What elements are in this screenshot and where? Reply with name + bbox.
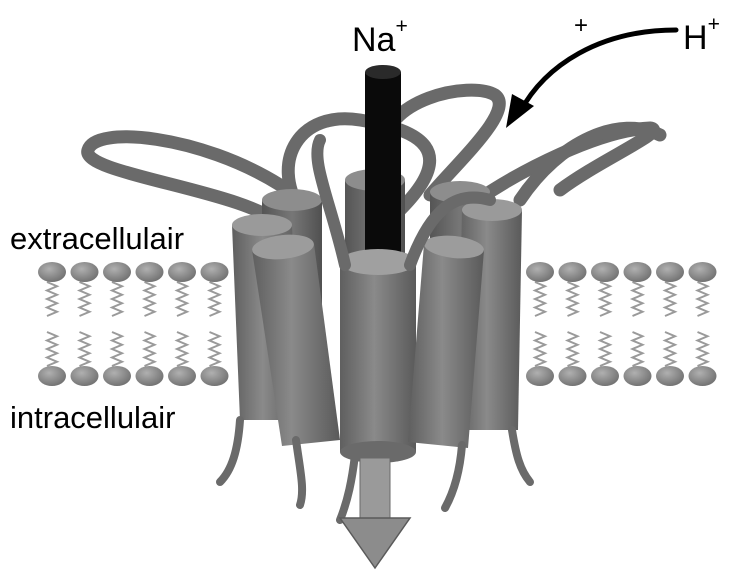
helix-front-left — [252, 234, 340, 446]
lipid-molecule — [200, 262, 229, 386]
membrane-right — [526, 262, 717, 386]
lipid-molecule — [688, 262, 717, 386]
helix-front-right — [408, 235, 484, 448]
intracellular-tails — [216, 416, 534, 524]
proton-arrow — [506, 27, 679, 128]
lipid-molecule — [526, 262, 554, 386]
lipid-molecule — [168, 262, 196, 386]
helix-front-center — [340, 249, 416, 463]
lipid-molecule — [591, 262, 619, 386]
sodium-pore — [365, 65, 401, 262]
proton-ion-label: H+ — [683, 13, 720, 57]
lipid-molecule — [70, 262, 99, 386]
lipid-molecule — [103, 262, 131, 386]
lipid-molecule — [558, 262, 587, 386]
lipid-molecule — [623, 262, 652, 386]
intracellular-label: intracellulair — [10, 400, 176, 435]
lipid-molecule — [38, 262, 66, 386]
sodium-flux-arrow — [338, 457, 412, 570]
sodium-ion-label: Na+ — [352, 15, 408, 59]
lipid-molecule — [656, 262, 684, 386]
extracellular-label: extracellulair — [10, 221, 185, 256]
positive-charge-label: + — [574, 12, 589, 39]
extracellular-loops — [81, 83, 667, 235]
lipid-molecule — [135, 262, 164, 386]
extracellular-loops-front — [311, 134, 496, 271]
membrane-left — [38, 262, 229, 386]
